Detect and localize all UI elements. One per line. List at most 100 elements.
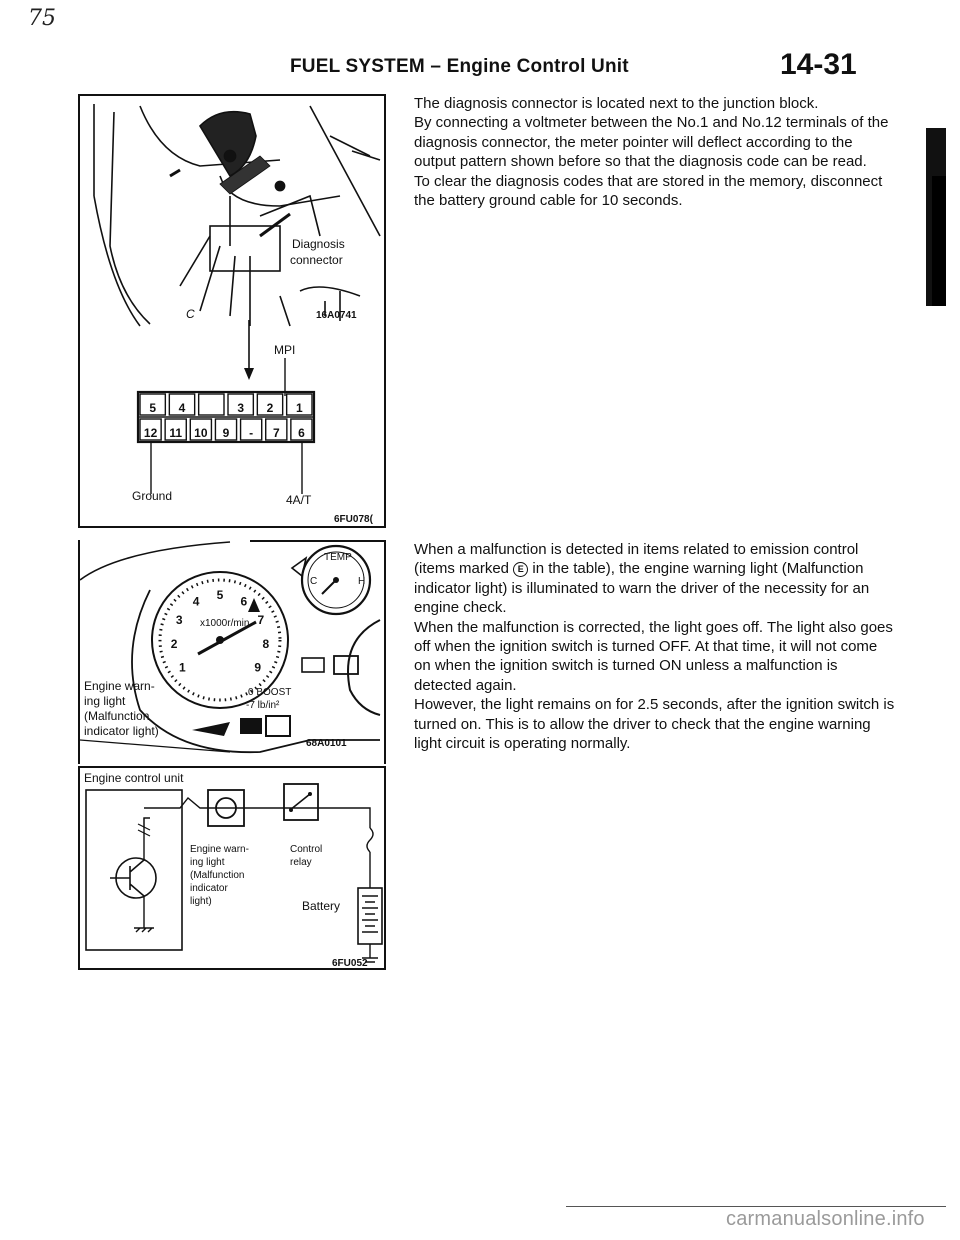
figure-warning-light-circuit: Engine control unit Engine warn-ing ligh… [78, 768, 386, 970]
terminal-cell [189, 418, 213, 441]
engine-check-lamp-icon [240, 718, 262, 734]
section-title: FUEL SYSTEM – Engine Control Unit [290, 56, 629, 77]
tach-number: 5 [217, 588, 224, 602]
tach-unit: x1000r/min [200, 618, 249, 629]
paragraph: However, the light remains on for 2.5 se… [414, 696, 895, 753]
terminal-cell [168, 393, 196, 416]
tach-number: 4 [193, 595, 200, 609]
label-line: ing light [190, 857, 225, 868]
tach-number: 2 [171, 637, 178, 651]
handwritten-page-note: 75 [28, 6, 56, 31]
tach-number: 3 [176, 613, 183, 627]
temp-label: TEMP [324, 552, 352, 563]
tachometer-numbers: 12 34 5 67 89 [171, 588, 270, 674]
terminal-number: 10 [194, 426, 208, 440]
terminal-cell [239, 418, 263, 441]
label-line: relay [290, 857, 312, 868]
figure-code: 6FU052 [332, 958, 368, 968]
control-relay-symbol [283, 783, 319, 821]
battery-lamp-icon [333, 655, 359, 675]
terminal-cell [227, 393, 255, 416]
paragraph-part: in the table), the engine warning light … [414, 560, 870, 617]
terminal-number: 9 [223, 426, 230, 440]
terminal-number: 4 [179, 401, 186, 415]
boost-label: 0 BOOST [248, 687, 291, 698]
label-line: light) [190, 896, 212, 907]
terminal-number: 1 [296, 401, 303, 415]
lamp-icon-2 [265, 715, 291, 737]
terminal-cell [285, 393, 313, 416]
label-warning-light: Engine warn-ing light (Malfunction indicat… [190, 844, 249, 907]
instrument-cluster-drawing: 12 34 5 67 89 x1000r/min 0 BOOST -7 lb/in² T… [80, 541, 381, 754]
label-line: Engine warn- [190, 844, 249, 855]
warning-lamp-icon [301, 657, 325, 673]
paragraph: To clear the diagnosis codes that are st… [414, 172, 883, 210]
paragraph: When a malfunction is detected in items … [414, 540, 896, 618]
tach-arrow-icon [248, 598, 260, 612]
label-line: Control [290, 844, 322, 855]
pointer-arrow-icon [192, 722, 230, 736]
label-line: ing light [84, 694, 126, 708]
callout-diagnosis-connector-line1: Diagnosis [292, 237, 345, 251]
terminal-number: 5 [149, 401, 156, 415]
figure-divider-top [250, 540, 386, 542]
label-at: 4A/T [286, 493, 312, 507]
tach-number: 7 [257, 613, 264, 627]
label-ground: Ground [132, 489, 172, 503]
label-line: (Malfunction [84, 709, 149, 723]
temp-h: H [358, 576, 365, 587]
label-battery: Battery [302, 899, 340, 913]
label-line: (Malfunction [190, 870, 244, 881]
label-line: indicator light) [84, 724, 159, 738]
figure-divider [78, 766, 386, 768]
terminal-number: 11 [169, 426, 182, 440]
label-line: Engine warn- [84, 679, 155, 693]
tach-number: 9 [254, 660, 261, 674]
emission-mark-icon: E [513, 562, 529, 578]
paragraph-part: When a malfunction is detected in items … [414, 541, 859, 578]
terminal-cell [139, 418, 162, 441]
section-thumb-tab-dark [932, 176, 946, 306]
paragraph: The diagnosis connector is located next … [414, 95, 819, 112]
left-turn-arrow-icon [290, 556, 308, 578]
tach-number: 1 [179, 660, 186, 674]
terminal-number: 7 [273, 426, 280, 440]
tach-number: 6 [241, 595, 248, 609]
terminal-cell [256, 393, 284, 416]
page-header: FUEL SYSTEM – Engine Control Unit 14-31 [0, 46, 960, 86]
ecu-title: Engine control unit [84, 771, 184, 785]
label-mpi: MPI [274, 343, 295, 357]
figure-code: 6FU078( [334, 514, 374, 525]
terminal-number: - [249, 426, 253, 440]
terminal-cell [265, 418, 288, 441]
warning-lamp-symbol [207, 789, 245, 827]
paragraph: By connecting a voltmeter between the No… [414, 114, 889, 171]
figure-divider [78, 526, 386, 528]
callout-diagnosis-connector-line2: connector [290, 253, 343, 267]
svg-text:C: C [186, 307, 195, 321]
diagnosis-connector-text: The diagnosis connector is located next … [414, 94, 896, 210]
figure-code: 68A0101 [306, 738, 347, 749]
terminal-number: 3 [237, 401, 244, 415]
photo-code: 16A0741 [316, 310, 357, 321]
label-control-relay: Control relay [290, 844, 322, 868]
footer-divider [566, 1206, 946, 1207]
terminal-cell [290, 418, 313, 441]
warning-light-circuit-drawing: Engine control unit Engine warn-ing ligh… [84, 771, 383, 968]
terminal-number: 6 [298, 426, 305, 440]
warning-light-text: When a malfunction is detected in items … [414, 540, 896, 753]
footer-watermark: carmanualsonline.info [726, 1208, 925, 1230]
terminal-cell [214, 418, 238, 441]
terminal-cell [139, 393, 167, 416]
boost-unit: -7 lb/in² [246, 700, 280, 711]
terminal-cell [197, 393, 225, 416]
tach-number: 8 [263, 637, 270, 651]
label-line: indicator [190, 883, 228, 894]
terminal-cell [164, 418, 187, 441]
paragraph: When the malfunction is corrected, the l… [414, 618, 893, 694]
